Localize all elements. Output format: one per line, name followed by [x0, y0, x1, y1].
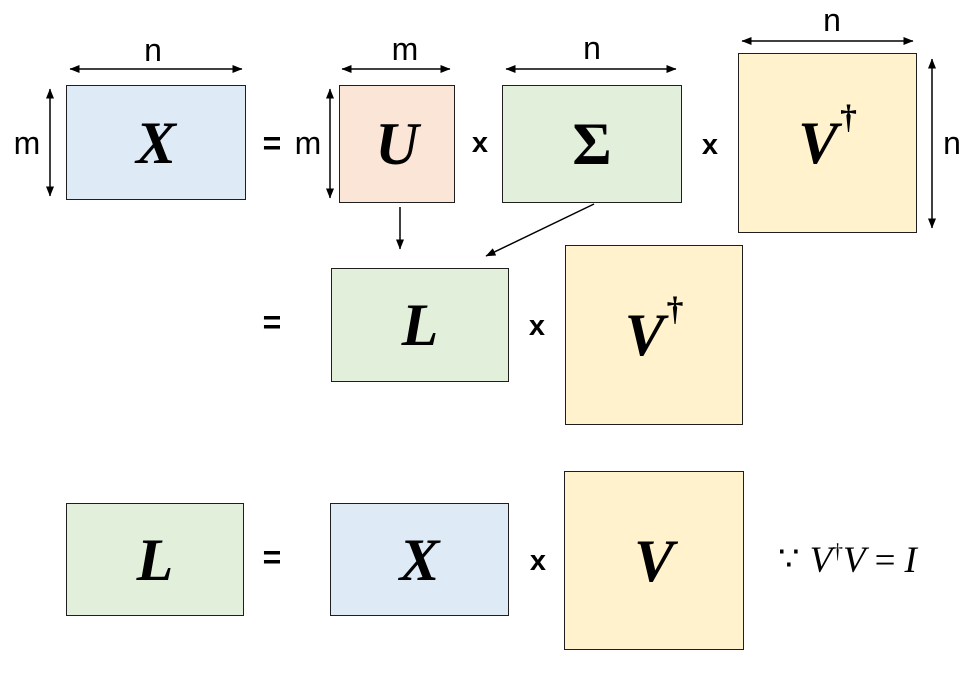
- dim-label-n-right-vdagger: n: [943, 125, 961, 161]
- dim-label-m-over-u: m: [391, 31, 419, 67]
- matrix-sigma-letter: Σ: [572, 114, 611, 174]
- dagger-icon: †: [666, 290, 684, 328]
- matrix-sigma: Σ: [502, 85, 682, 203]
- equals-sign-row1: =: [262, 125, 282, 161]
- dim-label-n-over-sigma: n: [583, 30, 601, 66]
- multiply-sign-2-row1: x: [701, 128, 719, 161]
- matrix-x-row1: X: [66, 85, 246, 200]
- multiply-sign-1-row1: x: [471, 126, 489, 159]
- note-v2: V: [842, 539, 866, 581]
- matrix-l-letter-row3: L: [136, 526, 174, 593]
- because-symbol: ∵: [778, 541, 800, 578]
- identity-note: ∵V†V=I: [778, 539, 917, 581]
- matrix-u: U: [339, 85, 455, 203]
- note-equals: =: [874, 539, 896, 581]
- matrix-v-letter-row3: V: [633, 527, 675, 594]
- equals-sign-row3: =: [262, 539, 282, 575]
- matrix-l-letter-row2: L: [401, 292, 439, 358]
- v-glyph: V: [624, 302, 665, 368]
- dim-label-m-left-x: m: [13, 125, 41, 161]
- connector-arrow-sigma-to-l: [485, 203, 595, 257]
- matrix-u-letter: U: [375, 111, 419, 177]
- multiply-sign-row2: x: [528, 309, 546, 342]
- matrix-vdagger-letter-row2: V†: [624, 293, 684, 368]
- multiply-sign-row3: x: [529, 544, 547, 577]
- matrix-x-letter-row3: X: [399, 526, 440, 593]
- dim-label-n-over-vdagger: n: [823, 2, 841, 38]
- note-v1: V: [809, 539, 833, 581]
- equals-sign-row2: =: [262, 304, 282, 340]
- matrix-vdagger-row1: V†: [738, 53, 917, 233]
- dagger-icon: †: [840, 98, 857, 136]
- note-identity: I: [904, 539, 917, 581]
- matrix-vdagger-letter-row1: V†: [798, 101, 857, 176]
- sigma-glyph: Σ: [572, 111, 612, 177]
- matrix-l-row2: L: [331, 268, 509, 382]
- v-glyph: V: [798, 110, 839, 176]
- dim-label-m-left-u: m: [294, 125, 322, 161]
- matrix-x-letter: X: [135, 109, 177, 176]
- matrix-x-row3: X: [330, 503, 509, 616]
- matrix-vdagger-row2: V†: [565, 245, 743, 425]
- matrix-v-row3: V: [564, 471, 744, 650]
- dim-label-n-over-x: n: [144, 32, 162, 68]
- matrix-l-row3: L: [66, 503, 244, 616]
